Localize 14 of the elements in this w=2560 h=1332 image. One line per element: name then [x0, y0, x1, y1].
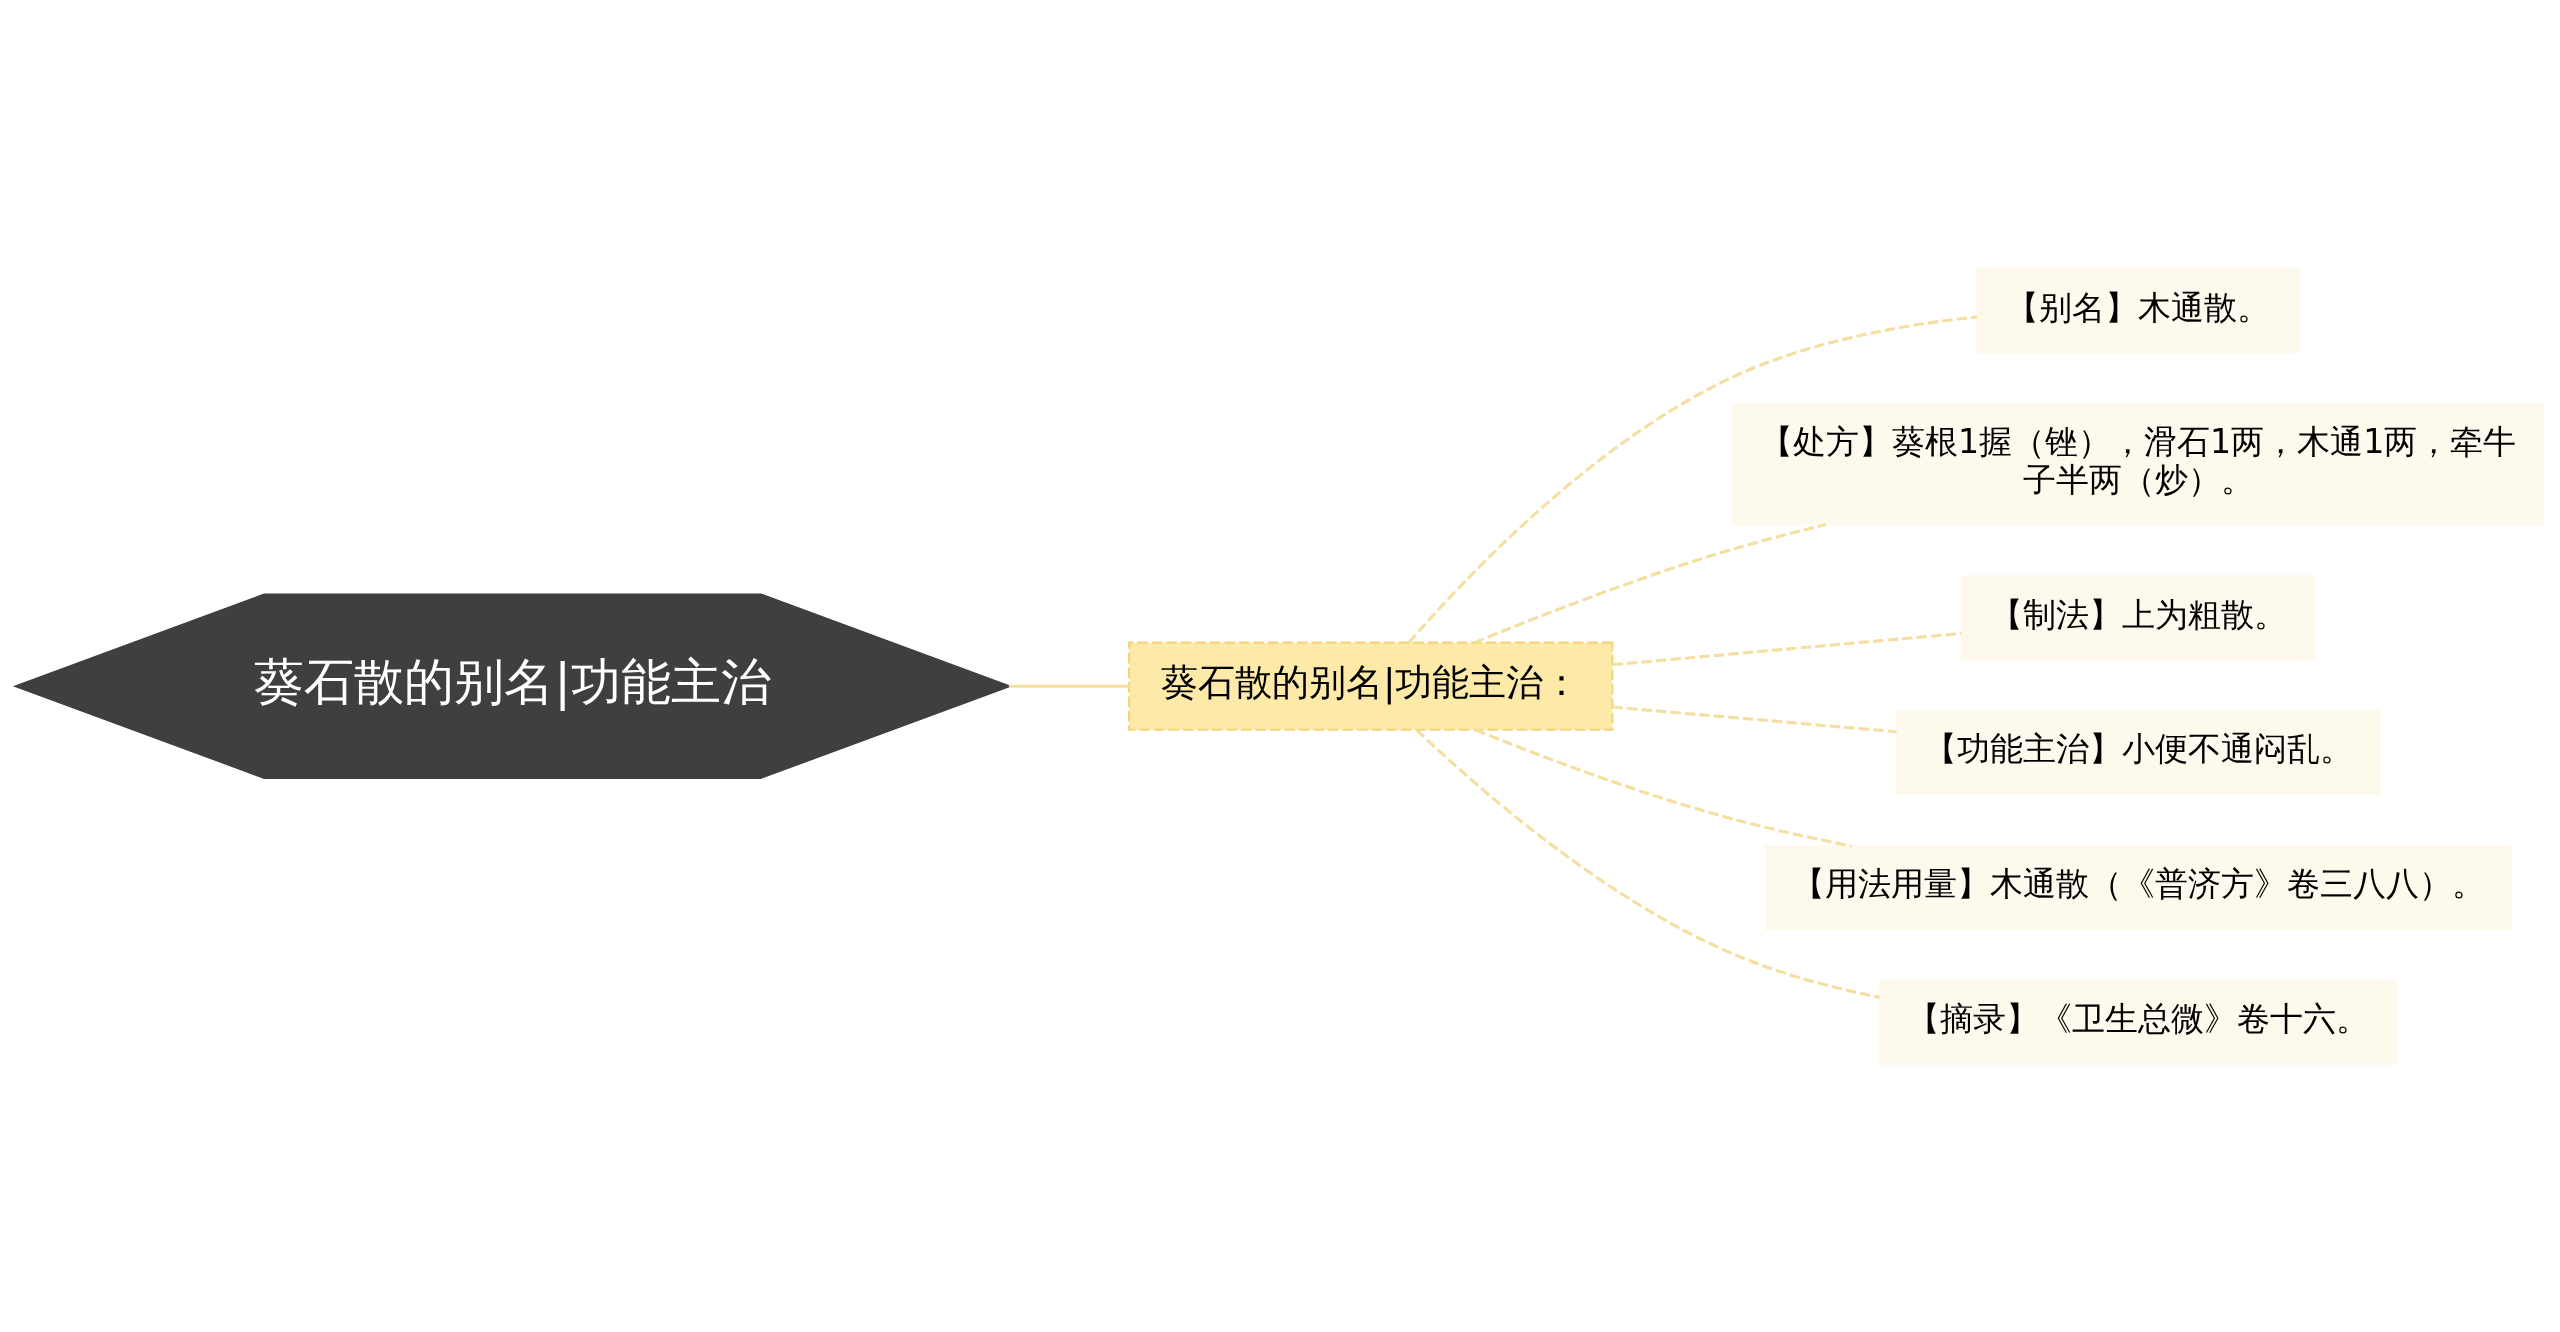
node-box: 【处方】葵根1握（锉），滑石1两，木通1两，牵牛子半两（炒）。 — [1731, 402, 2545, 525]
node-box: 【摘录】《卫生总微》卷十六。 — [1878, 979, 2398, 1065]
connector — [1475, 728, 1852, 847]
connector — [1407, 314, 1978, 643]
node-box: 【用法用量】木通散（《普济方》卷三八八）。 — [1764, 844, 2512, 930]
node-box: 葵石散的别名|功能主治： — [1128, 641, 1614, 731]
node-box: 【功能主治】小便不通闷乱。 — [1895, 709, 2381, 795]
connector — [1008, 684, 1129, 688]
connector — [1415, 728, 1880, 999]
node-box: 【别名】木通散。 — [1976, 267, 2300, 353]
node-box: 【制法】上为粗散。 — [1960, 574, 2316, 660]
connector — [1612, 631, 1962, 666]
connector — [1473, 522, 1827, 644]
connector — [1612, 705, 1897, 733]
